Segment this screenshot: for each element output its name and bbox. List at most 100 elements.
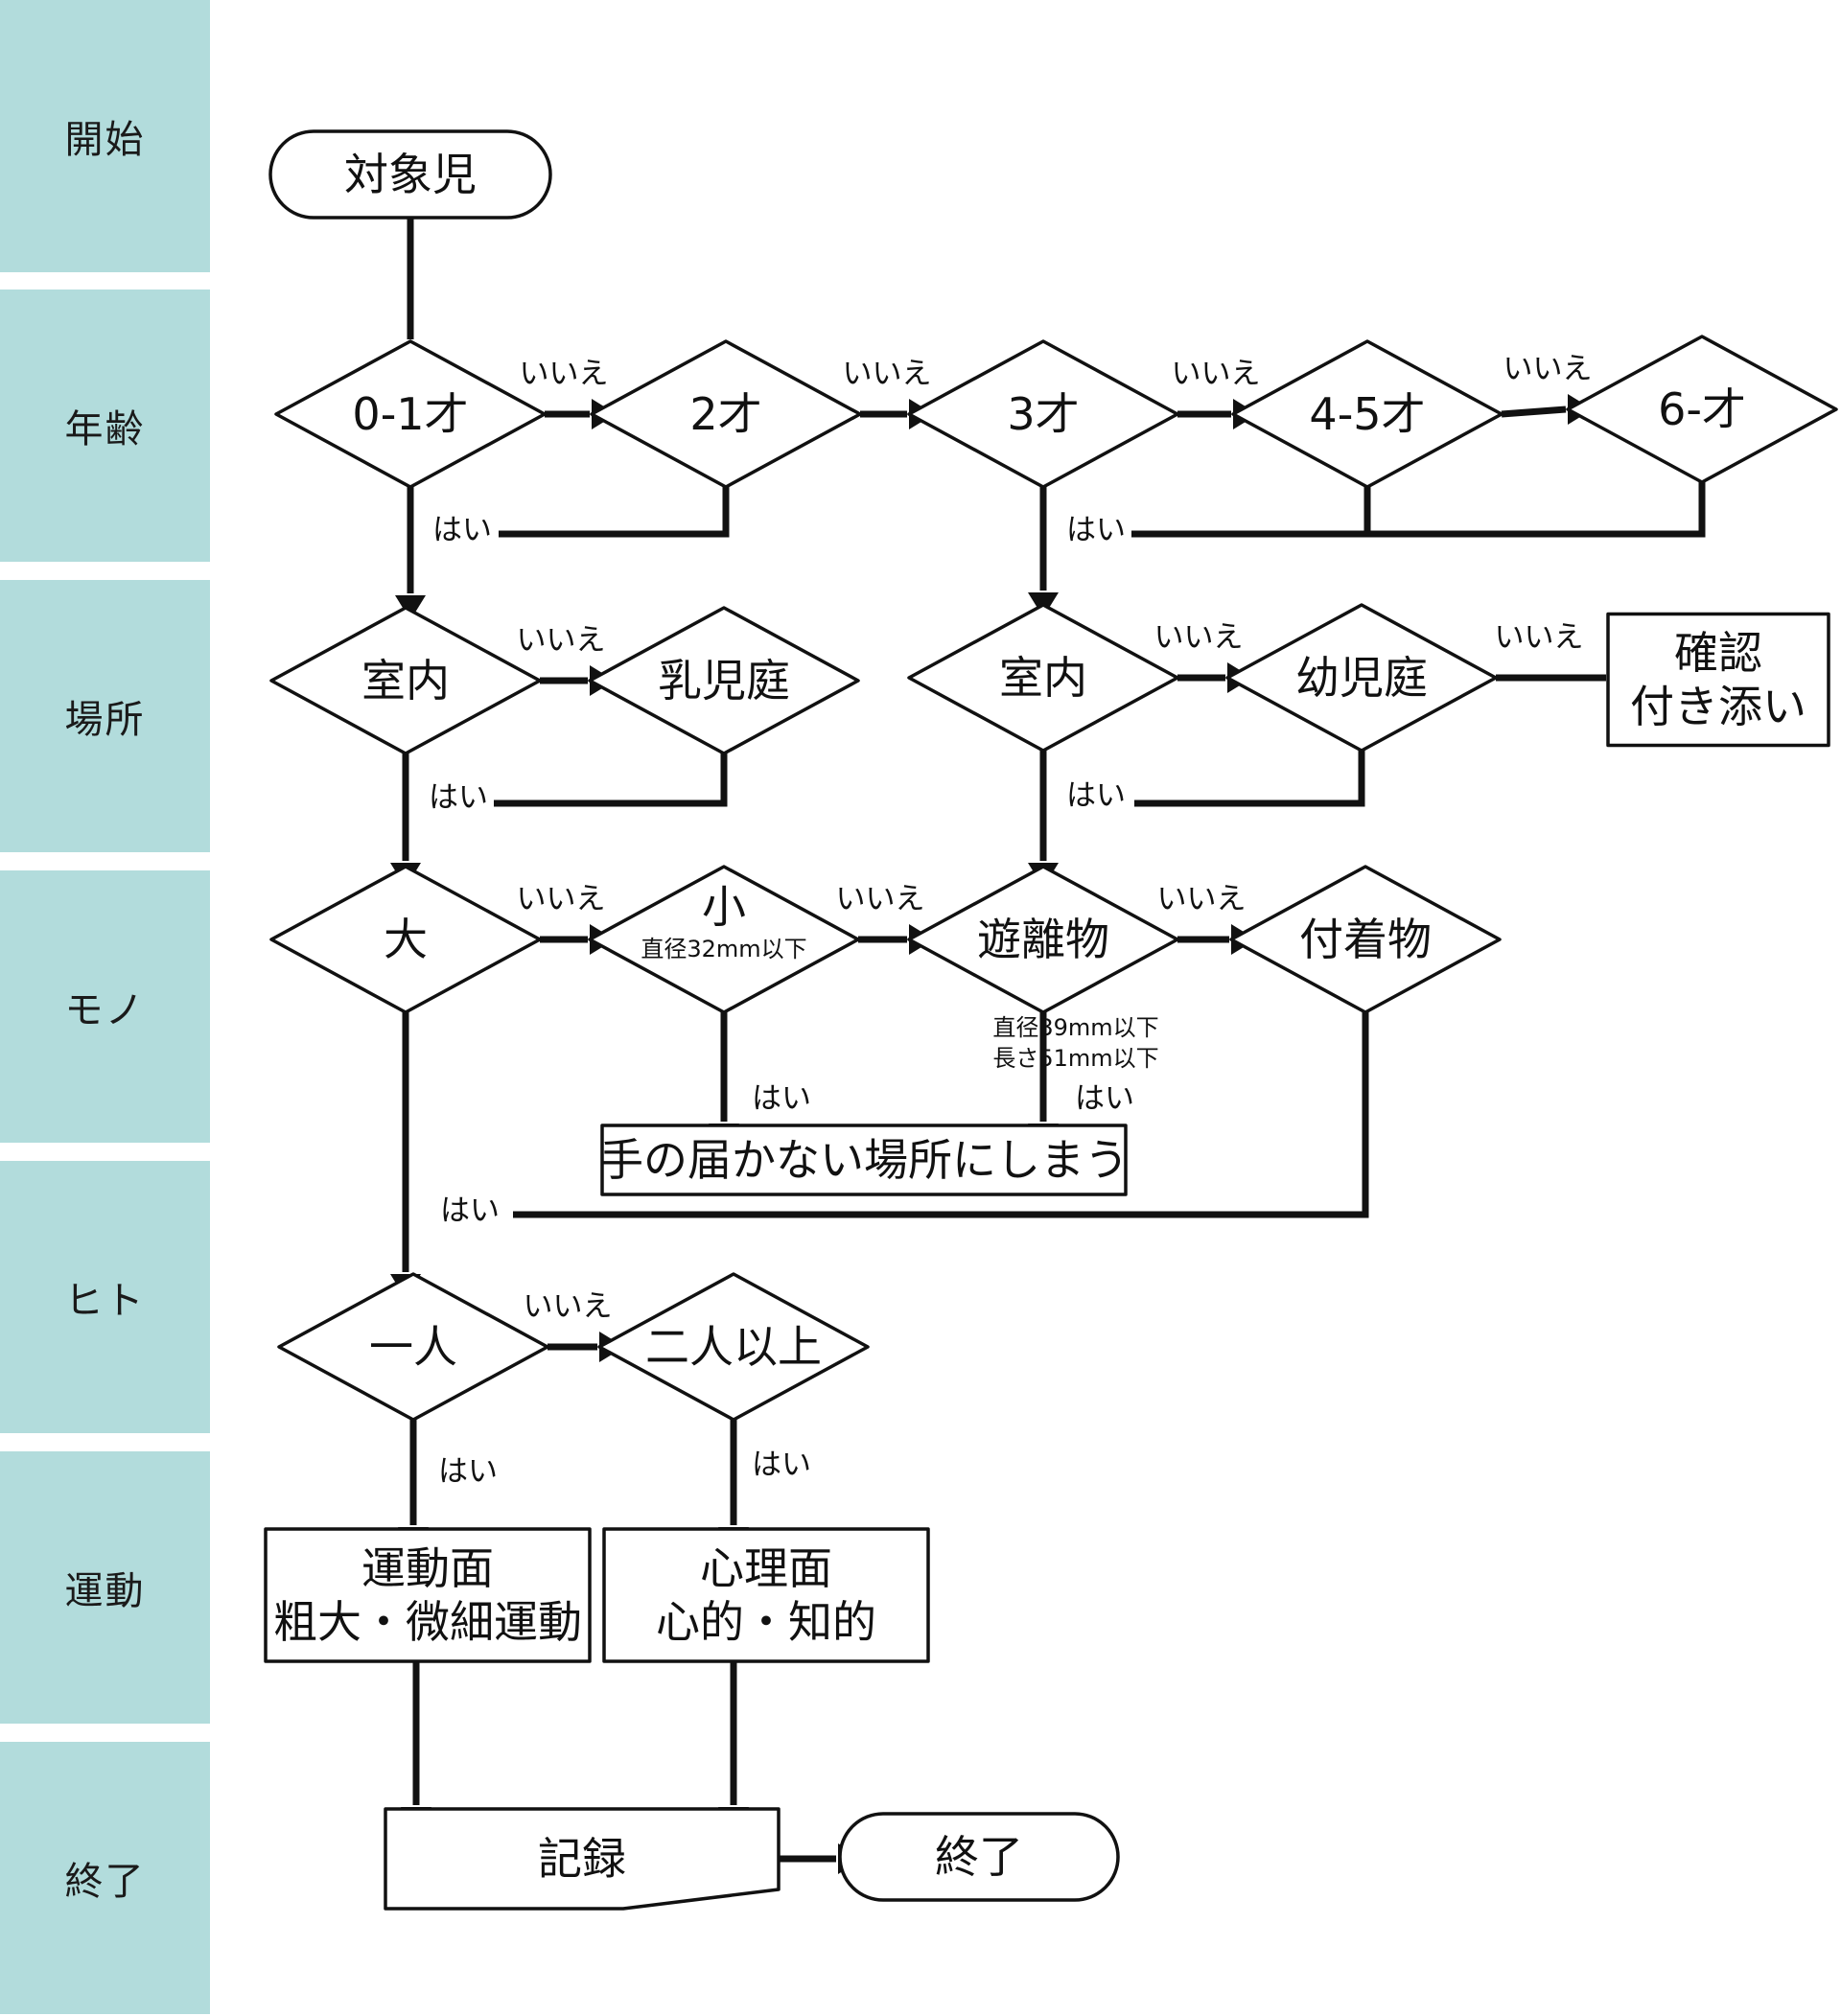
- node-label: 0-1才: [352, 388, 468, 440]
- node-attached: 付着物: [1229, 865, 1502, 1014]
- edge-line: [494, 753, 728, 807]
- node-target-child: 対象児: [268, 129, 552, 220]
- lane-label: ヒト: [64, 1279, 146, 1323]
- lane-motion: 運動: [0, 1451, 210, 1724]
- edge-line: [1134, 751, 1365, 807]
- node-indoor-a: 室内: [269, 606, 542, 755]
- edge-label: はい: [1066, 778, 1126, 813]
- node-store-away: 手の届かない場所にしまう: [599, 1124, 1129, 1196]
- edge-line: [1131, 482, 1706, 538]
- node-label: 2才: [689, 388, 761, 440]
- decision-diamond: [269, 865, 542, 1014]
- node-label: 3才: [1007, 388, 1079, 440]
- lane-label: 運動: [64, 1569, 146, 1613]
- decision-diamond: [597, 1272, 870, 1422]
- edge-o6: [513, 1012, 1369, 1218]
- node-indoor-b: 室内: [907, 603, 1179, 753]
- decision-diamond: [277, 1272, 549, 1422]
- node-label: 幼児庭: [1295, 652, 1428, 704]
- node-record: 記録: [384, 1807, 781, 1911]
- edge-a6: [499, 487, 730, 538]
- edge-a5: [395, 487, 426, 620]
- lane-label: 開始: [64, 118, 146, 162]
- node-label: 心理面: [700, 1542, 832, 1594]
- node-label: 終了: [935, 1831, 1023, 1883]
- decision-diamond: [269, 606, 542, 755]
- node-end: 終了: [838, 1812, 1120, 1902]
- node-label: 遊離物: [977, 914, 1109, 965]
- edge-label: はい: [752, 1081, 811, 1116]
- decision-diamond: [1566, 335, 1838, 484]
- edge-labels-layer: いいえいいえいいえいいえはいはいいいえはいいいえいいえはいいいえいいえいいえはい…: [429, 352, 1593, 1489]
- edge-label: はい: [432, 513, 492, 547]
- edge-o7: [390, 1012, 421, 1299]
- node-note: 直径32mm以下: [641, 936, 806, 962]
- decision-diamond: [907, 603, 1179, 753]
- decision-diamond: [588, 606, 860, 755]
- edge-note: 長さ51mm以下: [992, 1045, 1158, 1072]
- lane-object: モノ: [0, 870, 210, 1143]
- edge-line: [499, 487, 730, 538]
- node-label: 大: [384, 914, 428, 965]
- edge-label: いいえ: [1154, 620, 1244, 655]
- node-two-plus: 二人以上: [597, 1272, 870, 1422]
- edge-p3: [494, 753, 728, 807]
- edge-label: はい: [440, 1193, 500, 1228]
- node-label: 確認: [1674, 627, 1762, 679]
- lane-start: 開始: [0, 0, 210, 272]
- decision-diamond: [1225, 603, 1498, 753]
- node-label: 記録: [538, 1833, 626, 1885]
- node-age-6: 6-才: [1566, 335, 1838, 484]
- lane-end: 終了: [0, 1742, 210, 2014]
- node-label: 6-才: [1658, 383, 1746, 435]
- edge-m1: [401, 1661, 431, 1832]
- node-detachable: 遊離物: [907, 865, 1179, 1014]
- decision-diamond: [907, 865, 1179, 1014]
- node-label: 対象児: [344, 149, 477, 200]
- edge-line: [1501, 406, 1567, 418]
- edge-label: いいえ: [1495, 620, 1584, 655]
- node-label: 4-5才: [1309, 388, 1425, 440]
- node-kids-yard: 幼児庭: [1225, 603, 1498, 753]
- edge-label: いいえ: [836, 882, 925, 916]
- edge-label: いいえ: [1172, 357, 1261, 391]
- edge-a9: [1131, 482, 1706, 538]
- process-box: [264, 1527, 592, 1663]
- edge-label: はい: [1075, 1081, 1134, 1116]
- process-box: [600, 1124, 1128, 1196]
- node-label: 小: [702, 881, 746, 933]
- decision-diamond: [1231, 339, 1503, 489]
- node-large: 大: [269, 865, 542, 1014]
- decision-diamond: [590, 339, 862, 489]
- edge-label: いいえ: [1503, 352, 1593, 386]
- edge-label: はい: [438, 1454, 498, 1489]
- process-box: [602, 1527, 930, 1663]
- node-label: 付き添い: [1630, 681, 1806, 732]
- edge-label: はい: [752, 1448, 811, 1482]
- edge-a7: [1028, 487, 1059, 617]
- lane-place: 場所: [0, 580, 210, 852]
- terminal-shape: [268, 129, 552, 220]
- decision-diamond: [907, 339, 1179, 489]
- manual-input-shape: [384, 1807, 781, 1911]
- edge-p7: [1134, 751, 1365, 807]
- node-label: 心的・知的: [656, 1596, 876, 1648]
- edge-label: いいえ: [517, 882, 606, 916]
- node-label: 運動面: [361, 1542, 494, 1594]
- lane-label: 終了: [64, 1860, 146, 1904]
- node-age-4-5: 4-5才: [1231, 339, 1503, 489]
- terminal-shape: [838, 1812, 1120, 1902]
- node-age-0-1: 0-1才: [274, 339, 547, 489]
- decision-diamond: [588, 865, 860, 1014]
- node-label: 二人以上: [645, 1321, 822, 1373]
- edge-label: いいえ: [1157, 882, 1247, 916]
- edge-label: いいえ: [520, 357, 609, 391]
- decision-diamond: [1229, 865, 1502, 1014]
- node-alone: 一人: [277, 1272, 549, 1422]
